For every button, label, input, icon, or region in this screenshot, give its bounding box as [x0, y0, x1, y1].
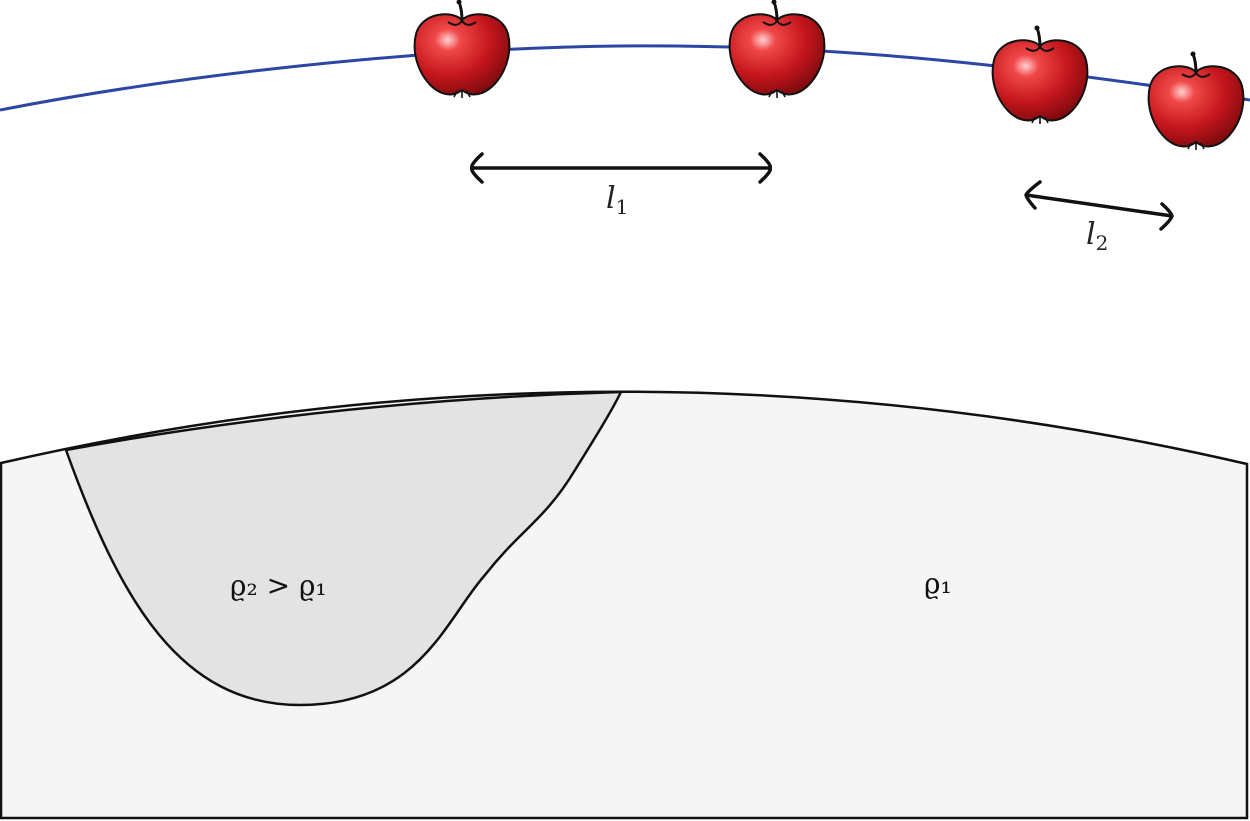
apple-icon — [728, 0, 826, 100]
double-arrow-icon — [1024, 180, 1174, 231]
apple-icon — [1147, 50, 1245, 152]
apple-icon — [413, 0, 511, 100]
l1-label: l1 — [606, 181, 628, 219]
base-region-label: ϱ₁ — [924, 567, 952, 600]
double-arrow-icon — [469, 152, 773, 184]
l2-label: l2 — [1086, 217, 1108, 255]
dense-anomaly-region — [64, 390, 624, 707]
apple-icon — [991, 24, 1089, 126]
dense-region-label: ϱ₂ > ϱ₁ — [230, 569, 327, 602]
